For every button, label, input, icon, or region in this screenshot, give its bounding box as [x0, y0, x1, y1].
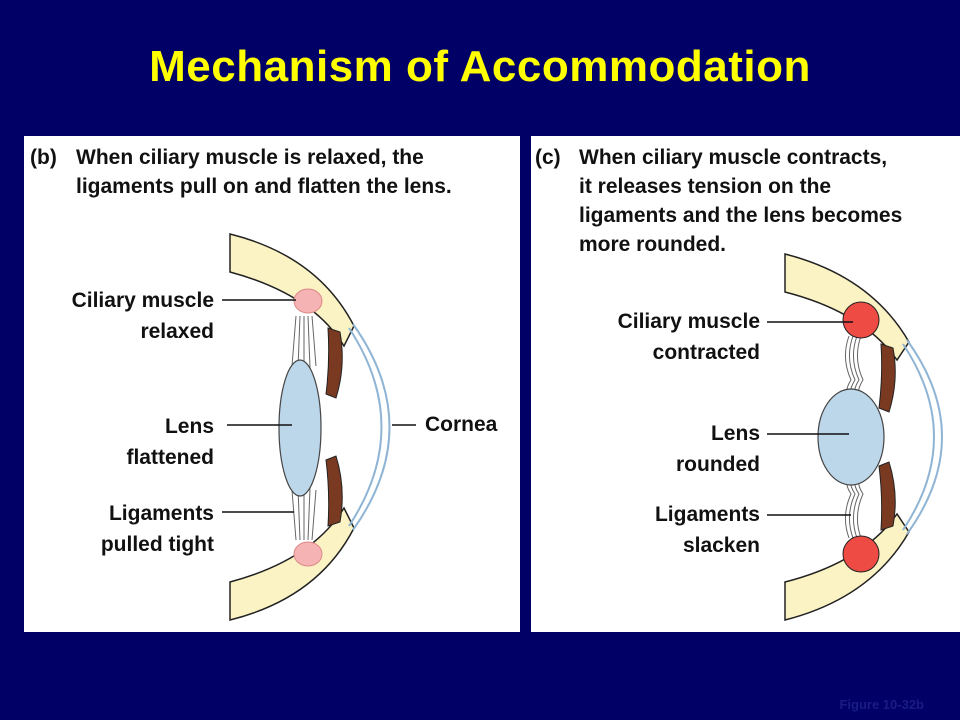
slide-title: Mechanism of Accommodation: [149, 42, 811, 91]
eye-diagram-contracted: [767, 253, 943, 621]
cornea: [348, 327, 383, 527]
panel-contracted: (c) When ciliary muscle contracts, it re…: [531, 136, 960, 632]
cornea: [352, 323, 391, 531]
lens-flattened: [278, 359, 322, 497]
figure-reference: Figure 10-32b: [839, 697, 924, 712]
ciliary-muscle-relaxed: [293, 288, 323, 314]
cornea: [902, 343, 935, 531]
sclera: [784, 512, 910, 621]
sclera: [229, 506, 355, 621]
panel-relaxed: (b) When ciliary muscle is relaxed, the …: [24, 136, 520, 632]
leader-lines: [767, 321, 853, 516]
panel-tag: (b): [30, 146, 57, 169]
label-ciliary-muscle: Ciliary muscle relaxed: [71, 289, 214, 343]
iris: [325, 327, 343, 399]
panel-caption: When ciliary muscle contracts, it releas…: [579, 146, 903, 256]
label-ciliary-muscle: Ciliary muscle contracted: [617, 310, 760, 364]
label-lens: Lens rounded: [676, 422, 760, 476]
sclera: [784, 253, 910, 362]
cornea: [906, 339, 943, 535]
label-cornea: Cornea: [425, 413, 498, 436]
iris: [878, 461, 896, 531]
sclera: [229, 233, 355, 348]
panel-tag: (c): [535, 146, 561, 169]
iris: [325, 455, 343, 527]
label-ligaments: Ligaments slacken: [654, 503, 760, 557]
panel-caption: When ciliary muscle is relaxed, the liga…: [76, 146, 452, 198]
ciliary-muscle-relaxed: [293, 541, 323, 567]
ligaments-tight: [291, 315, 317, 541]
iris: [878, 343, 896, 413]
lens-rounded: [817, 388, 885, 486]
eye-diagram-relaxed: [222, 233, 416, 621]
ciliary-muscle-contracted: [842, 301, 880, 339]
label-ligaments: Ligaments pulled tight: [100, 502, 214, 556]
leader-lines: [222, 299, 416, 513]
label-lens: Lens flattened: [126, 415, 214, 469]
ciliary-muscle-contracted: [842, 535, 880, 573]
